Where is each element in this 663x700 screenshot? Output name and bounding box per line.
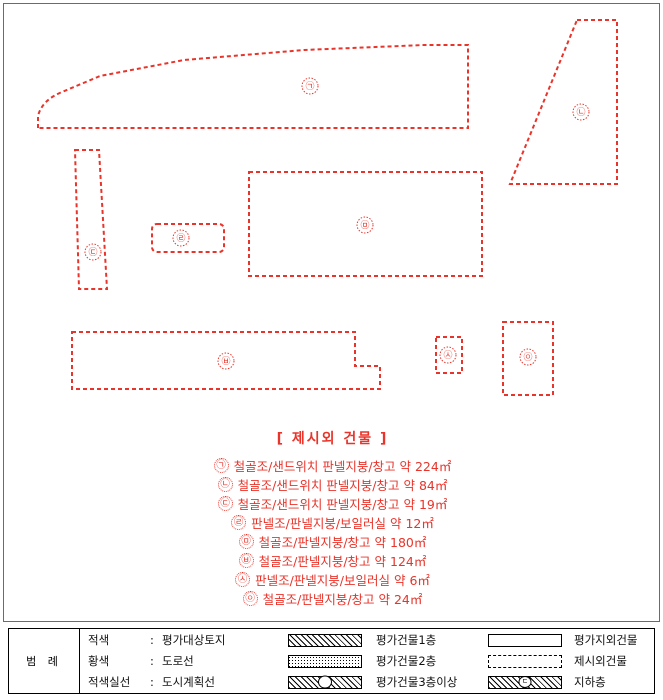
shape-f-marker: [217, 352, 235, 370]
shape-h-marker: [519, 348, 537, 366]
shape-f-outline: [71, 331, 381, 390]
list-item-text: 판넬조/판넬지붕/보일러실 약 6㎡: [255, 573, 430, 588]
list-item-text: 철골조/판넬지붕/창고 약 180㎡: [258, 535, 427, 550]
legend-key: 황색: [88, 654, 110, 668]
legend-table: 범 례 적색 : 평가대상토지 황색 : 도로선 적색실선 : 도시계획선 평가…: [8, 628, 655, 694]
legend-value: 평가지외건물: [574, 633, 638, 647]
legend-key: 적색실선: [88, 675, 131, 689]
drawing-frame: ㉠ ㉡ ㉢ ㉣ ㉤ ㉥ ㉦ ㉧ [ 제시외 건물 ] ㉠ 철골조/샌드위치 판넬…: [3, 3, 660, 622]
shape-c-label: ㉢: [88, 247, 97, 258]
legend-value: 지하층: [574, 675, 606, 689]
shape-d-marker: [172, 229, 190, 247]
shape-f-label: ㉥: [221, 356, 230, 367]
legend-color-column: 적색 : 평가대상토지 황색 : 도로선 적색실선 : 도시계획선: [80, 629, 288, 693]
shape-d-label: ㉣: [176, 233, 185, 244]
list-item: ㉧ 철골조/판넬지붕/창고 약 24㎡: [4, 589, 661, 608]
legend-colon: :: [150, 675, 154, 689]
list-item-marker: ㉠: [213, 458, 229, 473]
solid-box-swatch-icon: [488, 633, 562, 647]
shape-a-marker: [301, 77, 319, 95]
legend-row: 평가지외건물: [488, 630, 654, 651]
legend-value: 평가건물1층: [376, 633, 437, 647]
shape-g-outline: [435, 336, 463, 374]
shape-c-marker: [84, 243, 102, 261]
list-item-marker: ㉤: [238, 534, 254, 549]
legend-value: 평가건물2층: [376, 654, 437, 668]
legend-row: ㄷ 지하층: [488, 672, 654, 693]
dashed-box-swatch-icon: [488, 654, 562, 668]
legend-row: 적색 : 평가대상토지: [88, 630, 288, 651]
legend-value: 도로선: [162, 654, 194, 668]
legend-colon: :: [150, 633, 154, 647]
legend-outline-column: 평가지외건물 제시외건물 ㄷ 지하층: [488, 629, 654, 693]
shape-e-label: ㉤: [360, 220, 369, 231]
circle-label-icon: ㄷ: [518, 676, 532, 688]
legend-value: 평가대상토지: [162, 633, 226, 647]
legend-row: 평가건물1층: [288, 630, 488, 651]
list-item: ㉠ 철골조/샌드위치 판넬지붕/창고 약 224㎡: [4, 456, 661, 475]
shape-g-label: ㉦: [443, 350, 452, 361]
legend-row: 황색 : 도로선: [88, 651, 288, 672]
hatch-circle-swatch-icon: [288, 675, 362, 689]
list-item: ㉦ 판넬조/판넬지붕/보일러실 약 6㎡: [4, 570, 661, 589]
building-list: ㉠ 철골조/샌드위치 판넬지붕/창고 약 224㎡ ㉡ 철골조/샌드위치 판넬지…: [4, 456, 661, 608]
section-title: [ 제시외 건물 ]: [276, 431, 389, 447]
list-item-text: 철골조/샌드위치 판넬지붕/창고 약 84㎡: [237, 478, 448, 493]
legend-row: 평가건물3층이상: [288, 672, 488, 693]
list-item: ㉡ 철골조/샌드위치 판넬지붕/창고 약 84㎡: [4, 475, 661, 494]
shape-h-label: ㉧: [523, 352, 532, 363]
legend-value: 도시계획선: [162, 675, 215, 689]
shape-d-outline: [151, 223, 225, 253]
site-plan-canvas: ㉠ ㉡ ㉢ ㉣ ㉤ ㉥ ㉦ ㉧: [37, 19, 618, 396]
list-item: ㉥ 철골조/판넬지붕/창고 약 124㎡: [4, 551, 661, 570]
list-item: ㉢ 철골조/샌드위치 판넬지붕/창고 약 19㎡: [4, 494, 661, 513]
basement-swatch-icon: ㄷ: [488, 675, 562, 689]
list-item-text: 판넬조/판넬지붕/보일러실 약 12㎡: [251, 516, 434, 531]
shape-a-outline: [37, 44, 469, 129]
list-item: ㉤ 철골조/판넬지붕/창고 약 180㎡: [4, 532, 661, 551]
legend-row: 평가건물2층: [288, 651, 488, 672]
list-item-text: 철골조/샌드위치 판넬지붕/창고 약 19㎡: [237, 497, 448, 512]
list-item: ㉣ 판넬조/판넬지붕/보일러실 약 12㎡: [4, 513, 661, 532]
dot-swatch-icon: [288, 654, 362, 668]
list-item-marker: ㉦: [235, 572, 251, 587]
list-item-marker: ㉥: [238, 553, 254, 568]
legend-value: 평가건물3층이상: [376, 675, 458, 689]
shape-e-marker: [356, 216, 374, 234]
list-item-marker: ㉧: [242, 591, 258, 606]
shape-h-outline: [502, 321, 554, 396]
shape-b-marker: [572, 103, 590, 121]
list-item-marker: ㉣: [231, 515, 247, 530]
legend-title: 범 례: [9, 629, 80, 693]
legend-row: 적색실선 : 도시계획선: [88, 672, 288, 693]
shape-b-outline: [508, 19, 618, 185]
shape-a-label: ㉠: [305, 81, 314, 92]
circle-icon: [318, 675, 332, 689]
hatch-swatch-icon: [288, 633, 362, 647]
list-item-text: 철골조/판넬지붕/창고 약 24㎡: [262, 592, 423, 607]
legend-key: 적색: [88, 633, 110, 647]
legend-pattern-column: 평가건물1층 평가건물2층 평가건물3층이상: [288, 629, 488, 693]
list-item-text: 철골조/샌드위치 판넬지붕/창고 약 224㎡: [233, 459, 452, 474]
legend-row: 제시외건물: [488, 651, 654, 672]
list-item-marker: ㉡: [217, 477, 233, 492]
shape-c-outline: [73, 149, 109, 290]
list-item-marker: ㉢: [217, 496, 233, 511]
list-item-text: 철골조/판넬지붕/창고 약 124㎡: [258, 554, 427, 569]
legend-value: 제시외건물: [574, 654, 627, 668]
legend-colon: :: [150, 654, 154, 668]
shape-g-marker: [439, 346, 457, 364]
shape-b-label: ㉡: [576, 107, 585, 118]
